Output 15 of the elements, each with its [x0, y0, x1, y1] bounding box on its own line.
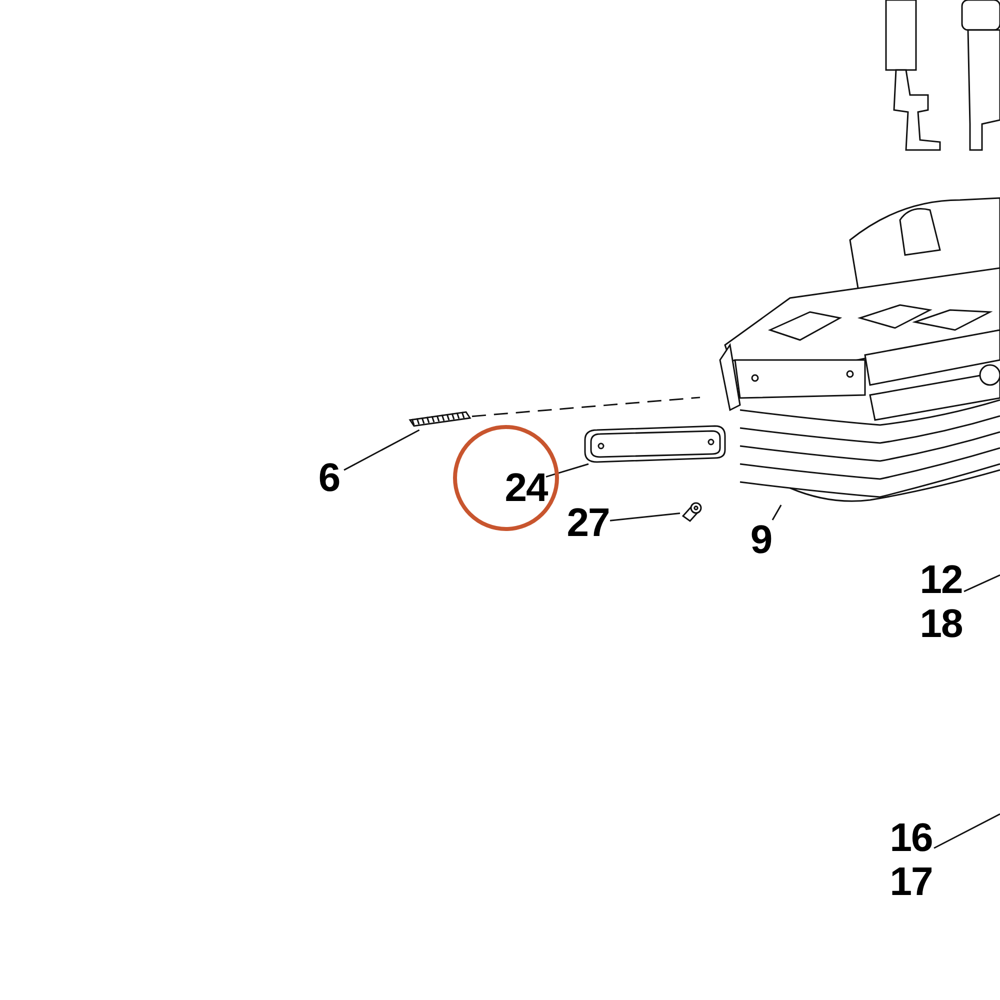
callout-number: 16 — [890, 818, 932, 858]
callout-number: 6 — [318, 458, 340, 498]
callout-number: 17 — [890, 862, 932, 902]
dashed-line — [472, 396, 700, 418]
leader-line — [610, 512, 680, 522]
callout-number: 12 — [920, 560, 962, 600]
callout-number: 27 — [566, 503, 610, 543]
leader-line — [934, 813, 1000, 849]
callout-number: 24 — [504, 468, 548, 508]
leader-line — [546, 463, 589, 478]
callout-number: 18 — [920, 604, 962, 644]
leader-line — [964, 574, 1000, 592]
leader-line — [772, 504, 782, 520]
leader-line — [344, 429, 420, 471]
callout-number: 9 — [750, 520, 772, 560]
